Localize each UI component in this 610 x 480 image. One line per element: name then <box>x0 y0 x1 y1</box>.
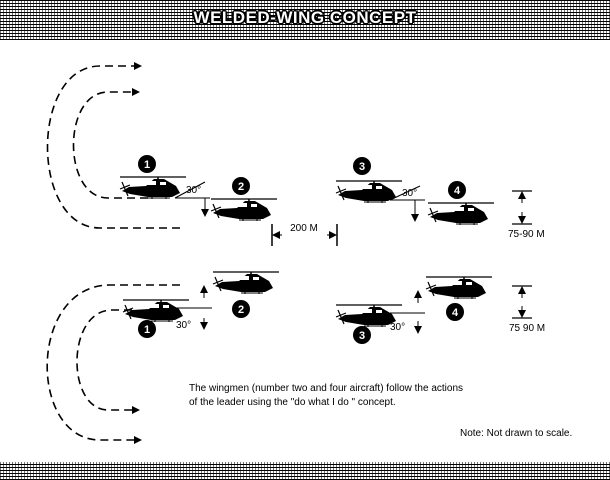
altitude-label-top: 75-90 M <box>508 229 545 240</box>
helicopter-2-top <box>210 198 278 222</box>
caption-line-2: of the leader using the "do what I do " … <box>189 397 396 408</box>
angle-label-bottom-left: 30° <box>176 320 191 331</box>
aircraft-1-marker-top <box>138 155 156 173</box>
helicopter-2-bottom <box>212 271 280 295</box>
helicopter-1-top <box>119 176 187 200</box>
scale-note: Note: Not drawn to scale. <box>460 428 573 439</box>
aircraft-4-marker-bottom <box>446 303 464 321</box>
turn-path-inner-bottom <box>76 309 140 414</box>
aircraft-1-label-top: 1 <box>144 159 150 171</box>
page-title: WELDED-WING CONCEPT <box>193 8 417 27</box>
footer-band <box>0 462 610 480</box>
altitude-label-bottom: 75 90 M <box>509 323 545 334</box>
angle-label-top-right: 30° <box>402 188 417 199</box>
spacing-label: 200 M <box>290 223 318 234</box>
angle-label-bottom-right: 30° <box>390 322 405 333</box>
helicopter-1-bottom <box>122 299 190 323</box>
aircraft-4-label-top: 4 <box>454 185 461 197</box>
caption-line-1: The wingmen (number two and four aircraf… <box>189 383 464 394</box>
aircraft-3-label-top: 3 <box>359 161 365 173</box>
aircraft-4-label-bottom: 4 <box>452 307 459 319</box>
caption: The wingmen (number two and four aircraf… <box>189 382 519 410</box>
aircraft-2-marker-bottom <box>232 300 250 318</box>
turn-path-outer-top <box>46 62 180 229</box>
helicopter-4-bottom <box>425 276 493 300</box>
helicopter-4-top <box>427 202 495 226</box>
aircraft-2-label-top: 2 <box>238 181 244 193</box>
aircraft-4-marker-top <box>448 181 466 199</box>
aircraft-2-marker-top <box>232 177 250 195</box>
aircraft-1-label-bottom: 1 <box>144 324 150 336</box>
angle-label-top-left: 30° <box>186 185 201 196</box>
aircraft-3-marker-top <box>353 157 371 175</box>
turn-path-inner-top <box>72 88 148 199</box>
title-banner <box>0 0 610 40</box>
aircraft-3-marker-bottom <box>353 326 371 344</box>
turn-path-outer-bottom <box>46 284 180 444</box>
aircraft-2-label-bottom: 2 <box>238 304 244 316</box>
aircraft-3-label-bottom: 3 <box>359 330 365 342</box>
aircraft-1-marker-bottom <box>138 320 156 338</box>
